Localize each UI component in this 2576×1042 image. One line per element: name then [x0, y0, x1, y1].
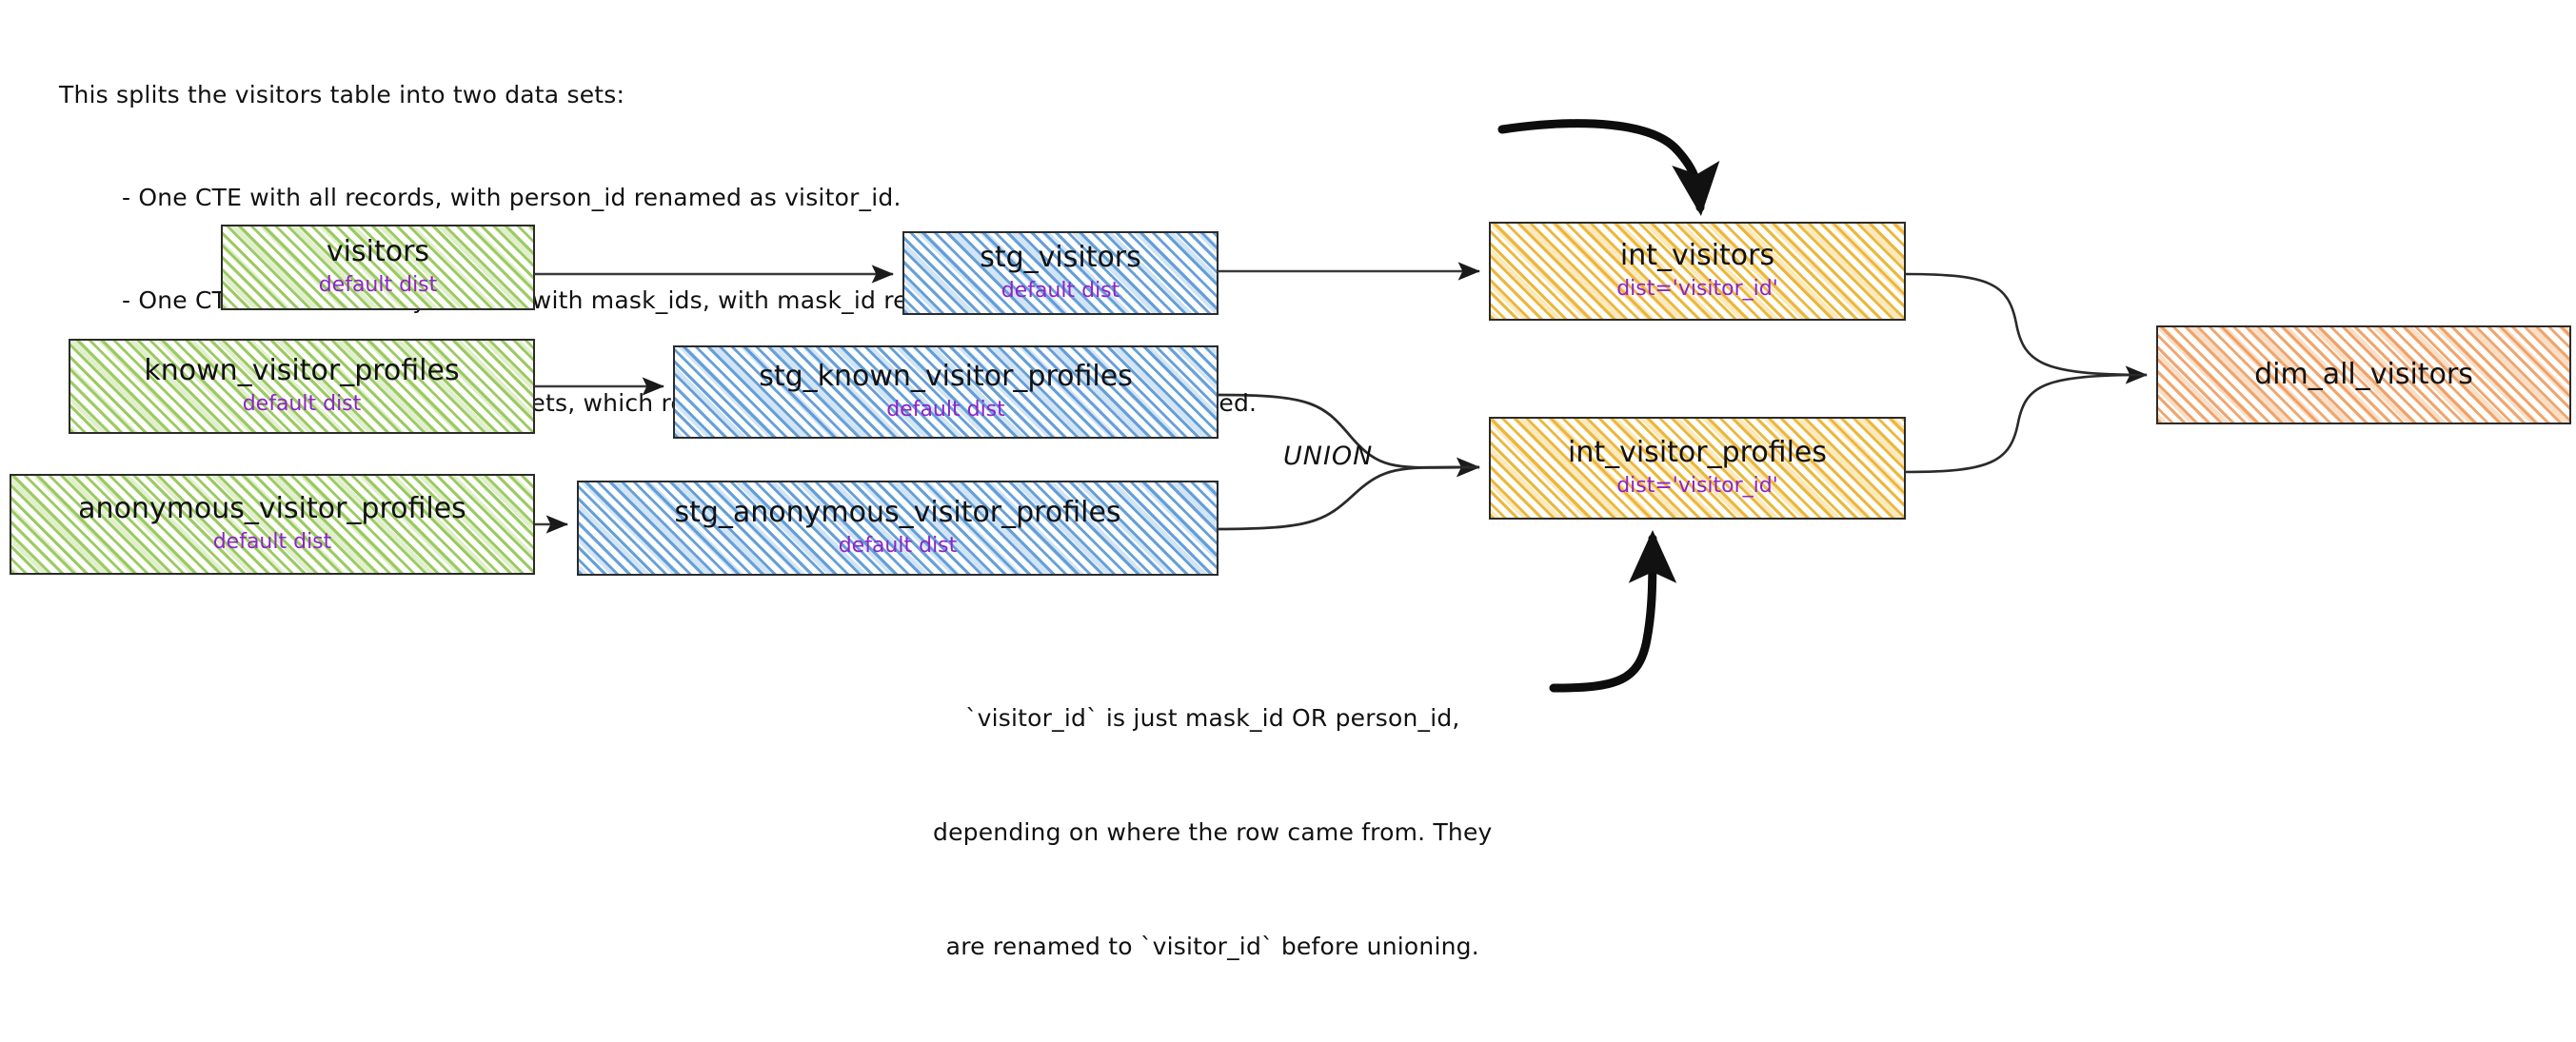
- node-fill-hatch: [904, 233, 1217, 313]
- node-int-visitor-profiles[interactable]: int_visitor_profiles dist='visitor_id': [1489, 417, 1906, 520]
- node-fill-hatch: [2158, 327, 2569, 423]
- node-title: stg_known_visitor_profiles: [759, 360, 1133, 393]
- annotation-arrow-top: [1497, 119, 1720, 216]
- node-dim-all-visitors[interactable]: dim_all_visitors: [2156, 325, 2571, 424]
- node-stg-anonymous-visitor-profiles[interactable]: stg_anonymous_visitor_profiles default d…: [577, 481, 1219, 576]
- node-fill-hatch: [1491, 224, 1904, 319]
- node-fill-hatch: [675, 347, 1217, 437]
- bottom-note-line-1: `visitor_id` is just mask_id OR person_i…: [964, 704, 1460, 732]
- node-fill-hatch: [11, 476, 533, 573]
- edge-int-visitors-to-dim: [1905, 272, 2149, 384]
- node-fill-hatch: [579, 482, 1217, 574]
- node-fill-hatch: [223, 226, 533, 308]
- node-title: known_visitor_profiles: [144, 354, 460, 387]
- bottom-annotation-note: `visitor_id` is just mask_id OR person_i…: [933, 623, 1493, 1042]
- node-title: anonymous_visitor_profiles: [78, 492, 466, 525]
- node-subtitle: default dist: [838, 534, 958, 558]
- node-subtitle: dist='visitor_id': [1616, 277, 1778, 301]
- node-anonymous-visitor-profiles[interactable]: anonymous_visitor_profiles default dist: [10, 474, 535, 575]
- node-fill-hatch: [1491, 419, 1904, 518]
- top-note-bullet-1: - One CTE with all records, with person_…: [122, 184, 902, 211]
- node-title: int_visitors: [1619, 239, 1775, 272]
- top-note-heading: This splits the visitors table into two …: [59, 81, 625, 108]
- diagram-canvas: This splits the visitors table into two …: [10, 81, 2571, 960]
- node-known-visitor-profiles[interactable]: known_visitor_profiles default dist: [69, 339, 535, 434]
- node-title: stg_visitors: [980, 241, 1141, 274]
- node-subtitle: default dist: [1001, 279, 1120, 303]
- node-stg-known-visitor-profiles[interactable]: stg_known_visitor_profiles default dist: [673, 345, 1219, 439]
- edge-label-union: UNION: [1283, 442, 1374, 471]
- node-subtitle: default dist: [212, 530, 332, 554]
- bottom-note-line-2: depending on where the row came from. Th…: [933, 818, 1493, 846]
- node-stg-visitors[interactable]: stg_visitors default dist: [902, 231, 1219, 315]
- node-subtitle: default dist: [886, 398, 1005, 422]
- node-fill-hatch: [70, 341, 533, 432]
- node-subtitle: default dist: [242, 392, 362, 416]
- annotation-arrow-bottom: [1549, 529, 1677, 693]
- bottom-note-line-3: are renamed to `visitor_id` before union…: [945, 933, 1479, 960]
- node-visitors[interactable]: visitors default dist: [221, 225, 535, 310]
- node-title: int_visitor_profiles: [1567, 436, 1827, 469]
- node-title: dim_all_visitors: [2254, 358, 2473, 391]
- node-subtitle: default dist: [318, 273, 438, 297]
- node-subtitle: dist='visitor_id': [1616, 474, 1778, 498]
- node-int-visitors[interactable]: int_visitors dist='visitor_id': [1489, 222, 1906, 321]
- edge-int-profiles-to-dim: [1905, 373, 2148, 474]
- node-title: visitors: [326, 235, 430, 268]
- node-title: stg_anonymous_visitor_profiles: [674, 496, 1121, 529]
